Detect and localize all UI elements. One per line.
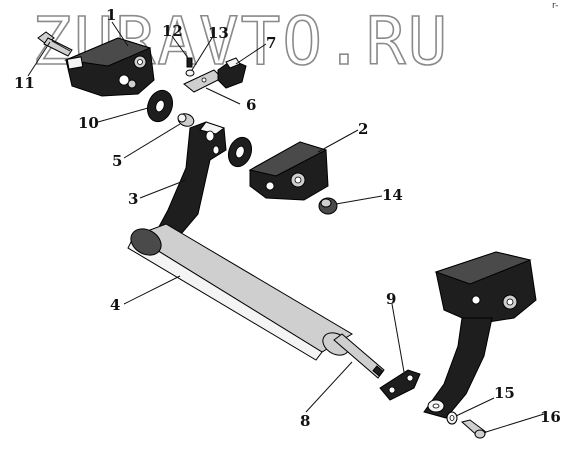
callout-8: 8 (300, 412, 310, 430)
leader-10 (97, 107, 149, 123)
callout-13: 13 (208, 24, 229, 42)
leader-2 (317, 129, 359, 153)
part-1-upper-bracket (64, 37, 155, 97)
callout-4: 4 (110, 296, 120, 314)
part-8-shaft (333, 333, 385, 379)
callout-6: 6 (246, 96, 256, 114)
part-16-bolt (460, 419, 487, 439)
part-4-tube (127, 223, 353, 361)
leader-5 (123, 123, 181, 159)
leader-12 (171, 35, 189, 59)
callout-16: 16 (540, 408, 561, 426)
right-bracket-arm (423, 251, 537, 419)
leader-11 (27, 41, 51, 77)
leader-7 (235, 43, 267, 65)
part-9-link (379, 369, 421, 401)
arm-washer (227, 136, 253, 168)
leader-16 (485, 413, 545, 433)
leader-1 (111, 21, 129, 47)
part-14-nut (318, 197, 338, 215)
callout-2: 2 (358, 120, 368, 138)
part-15-washer (446, 411, 458, 425)
part-2-bracket (248, 141, 329, 201)
callout-9: 9 (386, 290, 396, 308)
leader-8 (305, 361, 353, 413)
callout-7: 7 (266, 34, 276, 52)
corner-mark: r- (552, 1, 558, 11)
leader-14 (335, 195, 383, 205)
part-5-bushing (177, 113, 195, 127)
callout-12: 12 (162, 22, 183, 40)
leader-4 (123, 275, 181, 305)
leader-15 (455, 397, 495, 417)
part-11-bolt (37, 31, 73, 57)
leader-3 (139, 179, 187, 199)
callout-14: 14 (382, 186, 403, 204)
part-7-clip (217, 57, 247, 89)
callout-5: 5 (112, 152, 122, 170)
leader-9 (391, 303, 405, 373)
callout-3: 3 (128, 190, 138, 208)
part-10-washer (146, 89, 174, 123)
callout-11: 11 (14, 74, 35, 92)
callout-10: 10 (78, 114, 99, 132)
part-12-screw (186, 57, 193, 68)
part-3-left-arm (153, 121, 227, 241)
leader-13 (191, 37, 213, 71)
part-13-washer (185, 69, 195, 77)
callout-15: 15 (494, 384, 515, 402)
callout-1: 1 (106, 6, 116, 24)
leader-6 (205, 87, 241, 105)
